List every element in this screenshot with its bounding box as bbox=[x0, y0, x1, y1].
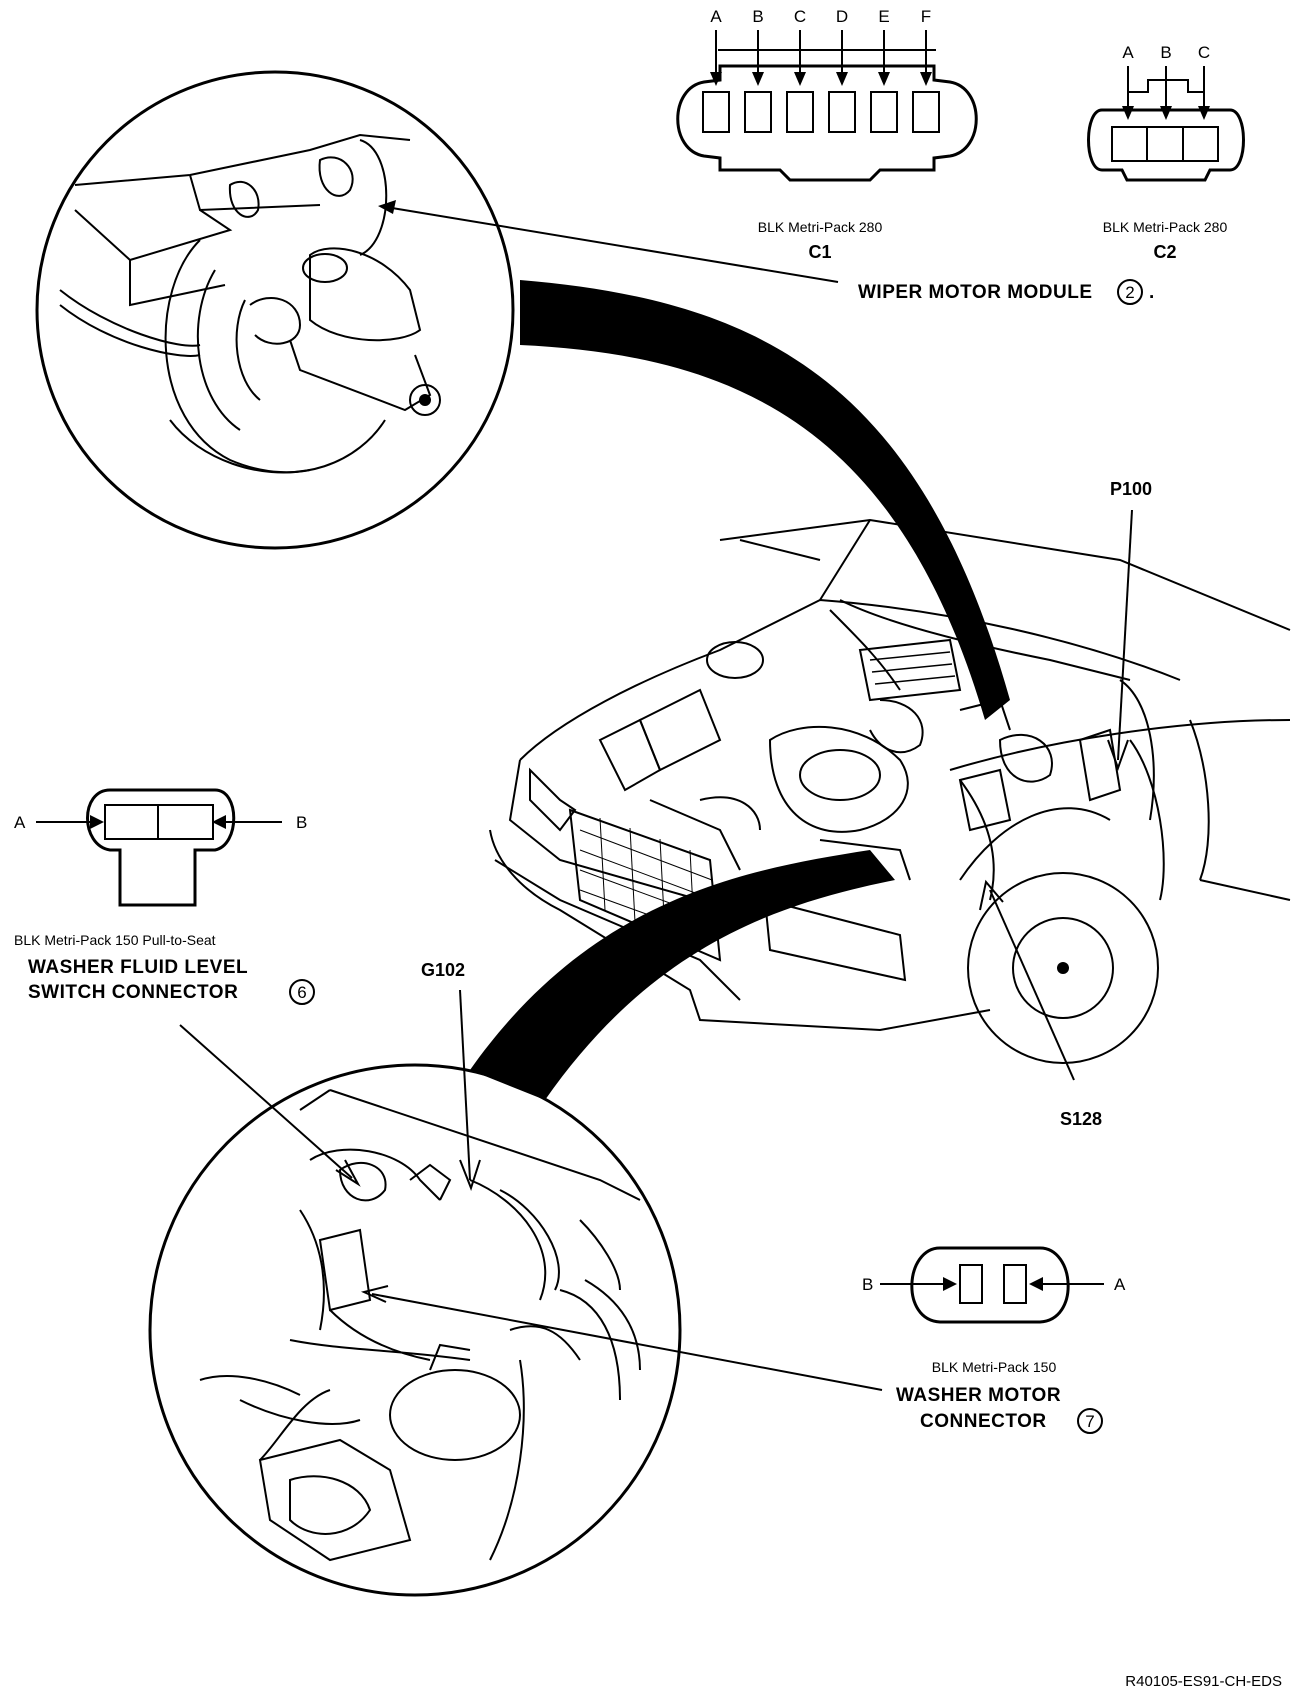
washer-level-pin-a: A bbox=[14, 813, 26, 832]
washer-level-caption: BLK Metri-Pack 150 Pull-to-Seat bbox=[14, 932, 216, 948]
washer-motor-number: 7 bbox=[1085, 1412, 1094, 1431]
washer-motor-callout-circle bbox=[1077, 1408, 1103, 1434]
c1-pin-letter: D bbox=[836, 7, 848, 26]
s128-leader-line bbox=[989, 889, 1075, 1081]
washer-motor-pin-b: B bbox=[862, 1275, 873, 1294]
c2-pin-letter: B bbox=[1160, 43, 1171, 62]
g102-leader-line bbox=[459, 989, 471, 1181]
washer-motor-title-2: CONNECTOR bbox=[920, 1411, 1047, 1432]
s128-leader-arrow bbox=[979, 879, 1004, 911]
wiper-module-number: 2 bbox=[1125, 283, 1134, 302]
washer-level-callout-circle bbox=[289, 979, 315, 1005]
c2-pin-arrow bbox=[1122, 106, 1134, 120]
c1-pin-cavity bbox=[828, 91, 856, 133]
c2-label: C2 bbox=[1153, 242, 1176, 262]
washer-motor-leader-line bbox=[371, 1293, 883, 1391]
washer-motor-caption: BLK Metri-Pack 150 bbox=[932, 1359, 1057, 1375]
c1-pin-arrow bbox=[710, 72, 722, 86]
washer-motor-leader-arrow bbox=[360, 1285, 389, 1303]
c2-pin-arrow bbox=[1160, 106, 1172, 120]
c1-pin-arrow bbox=[794, 72, 806, 86]
washer-level-leader-line bbox=[179, 1024, 353, 1179]
c1-pin-letter: C bbox=[794, 7, 806, 26]
car-engine-bay bbox=[489, 518, 1291, 1064]
g102-label: G102 bbox=[421, 960, 465, 980]
wiper-module-leader-line bbox=[391, 207, 839, 283]
c1-pin-cavity bbox=[744, 91, 772, 133]
c1-pin-arrow bbox=[920, 72, 932, 86]
c2-pin-arrow bbox=[1198, 106, 1210, 120]
c1-label: C1 bbox=[808, 242, 831, 262]
top-detail-circle bbox=[35, 70, 515, 550]
c1-pin-cavity bbox=[912, 91, 940, 133]
connector-c2: A B C bbox=[1087, 43, 1245, 182]
c1-pin-cavity bbox=[786, 91, 814, 133]
c1-pin-arrow bbox=[878, 72, 890, 86]
s128-label: S128 bbox=[1060, 1109, 1102, 1129]
bottom-detail-circle bbox=[148, 1063, 682, 1597]
c1-pin-cavity bbox=[870, 91, 898, 133]
c2-caption: BLK Metri-Pack 280 bbox=[1103, 219, 1228, 235]
c1-pin-arrow bbox=[836, 72, 848, 86]
p100-label: P100 bbox=[1110, 479, 1152, 499]
c1-pin-letter: B bbox=[752, 7, 763, 26]
wiper-module-period: . bbox=[1149, 282, 1155, 303]
c2-pin-letter: A bbox=[1122, 43, 1134, 62]
p100-leader-line bbox=[1117, 509, 1133, 761]
g102-leader-arrow bbox=[459, 1159, 481, 1191]
washer-level-number: 6 bbox=[297, 983, 306, 1002]
figure-code: R40105-ES91-CH-EDS bbox=[1125, 1673, 1282, 1690]
c1-pin-cavity bbox=[702, 91, 730, 133]
washer-level-title-2: SWITCH CONNECTOR bbox=[28, 982, 238, 1003]
connector-washer-fluid-level bbox=[36, 788, 282, 907]
c1-pin-letter: A bbox=[710, 7, 722, 26]
c1-pin-letter: F bbox=[921, 7, 931, 26]
c1-pin-arrow bbox=[752, 72, 764, 86]
wiper-module-callout-circle bbox=[1117, 279, 1143, 305]
wiper-module-leader-arrow bbox=[378, 200, 396, 214]
washer-motor-pin-a: A bbox=[1114, 1275, 1126, 1294]
top-callout-band bbox=[520, 280, 1010, 720]
connector-washer-motor bbox=[880, 1246, 1104, 1324]
washer-level-pin-b: B bbox=[296, 813, 307, 832]
washer-level-title-1: WASHER FLUID LEVEL bbox=[28, 957, 248, 978]
c1-pin-letter: E bbox=[878, 7, 889, 26]
connector-c1: A B C D E F bbox=[676, 7, 978, 182]
washer-level-leader-arrow bbox=[335, 1159, 361, 1187]
washer-motor-title-1: WASHER MOTOR bbox=[896, 1385, 1061, 1406]
c2-pin-letter: C bbox=[1198, 43, 1210, 62]
wiper-module-text: WIPER MOTOR MODULE bbox=[858, 282, 1093, 303]
c1-caption: BLK Metri-Pack 280 bbox=[758, 219, 883, 235]
wiper-motor-module-label: WIPER MOTOR MODULE 2 . bbox=[858, 279, 1155, 305]
p100-leader-arrow bbox=[1107, 739, 1129, 771]
bottom-callout-band bbox=[470, 850, 895, 1100]
